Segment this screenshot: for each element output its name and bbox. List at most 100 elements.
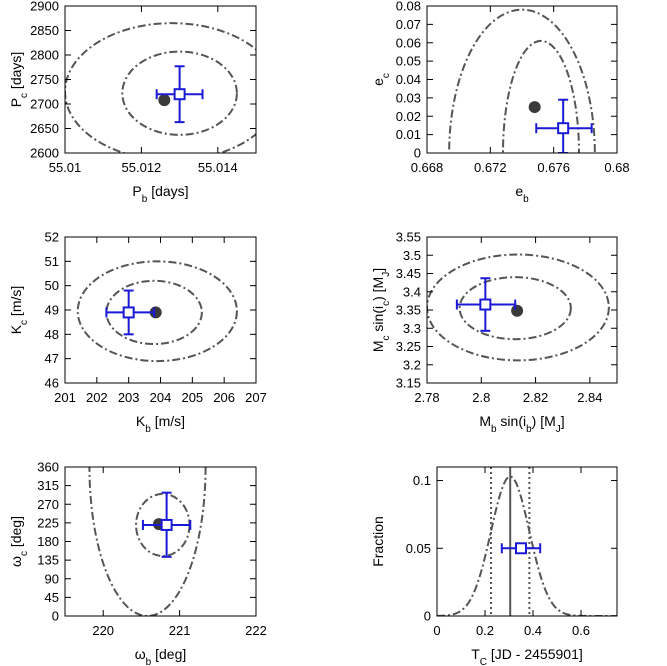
- best-fit-point: [158, 94, 171, 107]
- x-tick-label: 207: [245, 390, 267, 405]
- panel-1: 55.01 55.012 55.014 2600 2650 2700 2750 2800 285…: [8, 0, 257, 205]
- x-axis-label: Kb​ [m/s]: [136, 413, 185, 435]
- y-tick-label: 3.35: [396, 303, 421, 318]
- y-tick-label: 3.5: [403, 248, 421, 263]
- y-tick-label: 3.4: [403, 284, 421, 299]
- y-axis-label: Mc​ sin(ic​) [MJ​]: [370, 268, 392, 352]
- y-tick-label: 2850: [30, 23, 59, 38]
- y-tick-label: 52: [45, 230, 59, 245]
- estimate-point: [479, 298, 492, 311]
- panel-6: 00.20.40.600.050.1TC​ [JD - 2455901]Frac…: [370, 466, 618, 666]
- y-tick-label: 315: [37, 478, 59, 493]
- y-tick-label: 0: [52, 609, 59, 624]
- y-tick-label: 48: [45, 327, 59, 342]
- contour-outer: [427, 253, 610, 362]
- y-tick-label: 0.02: [396, 109, 421, 124]
- y-axis-label: ωc​ [deg]: [8, 516, 30, 567]
- y-tick-label: 3.3: [403, 321, 421, 336]
- y-tick-label: 0.08: [396, 0, 421, 14]
- y-tick-label: 225: [37, 515, 59, 530]
- x-tick-label: 2.8: [472, 390, 490, 405]
- axes-frame: [64, 466, 257, 617]
- y-tick-label: 46: [45, 376, 59, 391]
- y-tick-label: 45: [45, 590, 59, 605]
- x-tick-label: 55.014: [198, 160, 238, 175]
- y-tick-label: 51: [45, 254, 59, 269]
- x-tick-label: 201: [54, 390, 76, 405]
- estimate-point: [515, 542, 527, 555]
- y-tick-label: 2700: [30, 97, 59, 112]
- y-tick-label: 3.2: [403, 357, 421, 372]
- x-tick-label: 2.84: [577, 390, 602, 405]
- best-fit-point: [149, 306, 162, 319]
- y-tick-label: 2650: [30, 121, 59, 136]
- y-tick-label: 0.03: [396, 90, 421, 105]
- x-tick-label: 0.68: [604, 160, 629, 175]
- x-tick-label: 55.01: [49, 160, 82, 175]
- estimate-point: [173, 88, 186, 101]
- x-tick-label: 203: [118, 390, 140, 405]
- y-axis-label: Kc​ [m/s]: [8, 286, 30, 335]
- distribution-curve: [437, 475, 617, 616]
- y-axis-label: Pc​ [days]: [8, 52, 30, 108]
- contour-inner: [458, 276, 572, 341]
- estimate-marker: [535, 98, 593, 153]
- x-tick-label: 0.2: [476, 623, 494, 638]
- y-tick-label: 270: [37, 497, 59, 512]
- y-tick-label: 135: [37, 553, 59, 568]
- y-tick-label: 2600: [30, 146, 59, 161]
- y-tick-label: 0.04: [396, 72, 421, 87]
- y-tick-label: 49: [45, 303, 59, 318]
- y-tick-label: 0.05: [396, 54, 421, 69]
- contour-inner: [121, 50, 238, 136]
- y-tick-label: 0.06: [396, 35, 421, 50]
- x-tick-label: 204: [150, 390, 172, 405]
- x-axis-label: Pb​ [days]: [132, 183, 188, 205]
- plot-area: [76, 260, 238, 363]
- y-tick-label: 0.1: [413, 473, 431, 488]
- y-tick-label: 0: [424, 609, 431, 624]
- x-axis-label: TC​ [JD - 2455901]: [471, 646, 583, 666]
- x-tick-label: 221: [169, 623, 191, 638]
- estimate-point: [557, 122, 570, 135]
- x-tick-label: 55.012: [122, 160, 162, 175]
- x-axis-label: ωb​ [deg]: [135, 646, 187, 666]
- estimate-marker: [155, 65, 204, 124]
- y-tick-label: 2750: [30, 72, 59, 87]
- y-tick-label: 0.07: [396, 17, 421, 32]
- axes-frame: [426, 5, 618, 154]
- y-axis-label: ec​: [370, 73, 392, 86]
- estimate-marker: [141, 491, 192, 558]
- y-axis-label: Fraction: [370, 516, 386, 567]
- estimate-marker: [500, 542, 542, 555]
- best-fit-point: [511, 304, 524, 317]
- x-tick-label: 206: [213, 390, 235, 405]
- x-tick-label: 2.82: [523, 390, 548, 405]
- y-tick-label: 3.25: [396, 339, 421, 354]
- estimate-point: [160, 518, 173, 531]
- x-tick-label: 2.78: [414, 390, 439, 405]
- contour-outer: [76, 260, 238, 363]
- contour-outer: [65, 22, 256, 153]
- y-tick-label: 90: [45, 571, 59, 586]
- estimate-marker: [105, 289, 156, 336]
- axes-frame: [436, 466, 618, 617]
- plot-area: [448, 8, 596, 153]
- x-tick-label: 0.668: [411, 160, 444, 175]
- y-tick-label: 0: [414, 146, 421, 161]
- estimate-point: [122, 306, 135, 319]
- x-tick-label: 0: [433, 623, 440, 638]
- y-tick-label: 3.15: [396, 376, 421, 391]
- axes-frame: [64, 5, 257, 154]
- y-tick-label: 180: [37, 534, 59, 549]
- y-tick-label: 50: [45, 278, 59, 293]
- x-tick-label: 205: [181, 390, 203, 405]
- x-axis-label: Mb​ sin(ib​) [MJ​]: [479, 413, 564, 435]
- y-tick-label: 47: [45, 351, 59, 366]
- y-tick-label: 2800: [30, 48, 59, 63]
